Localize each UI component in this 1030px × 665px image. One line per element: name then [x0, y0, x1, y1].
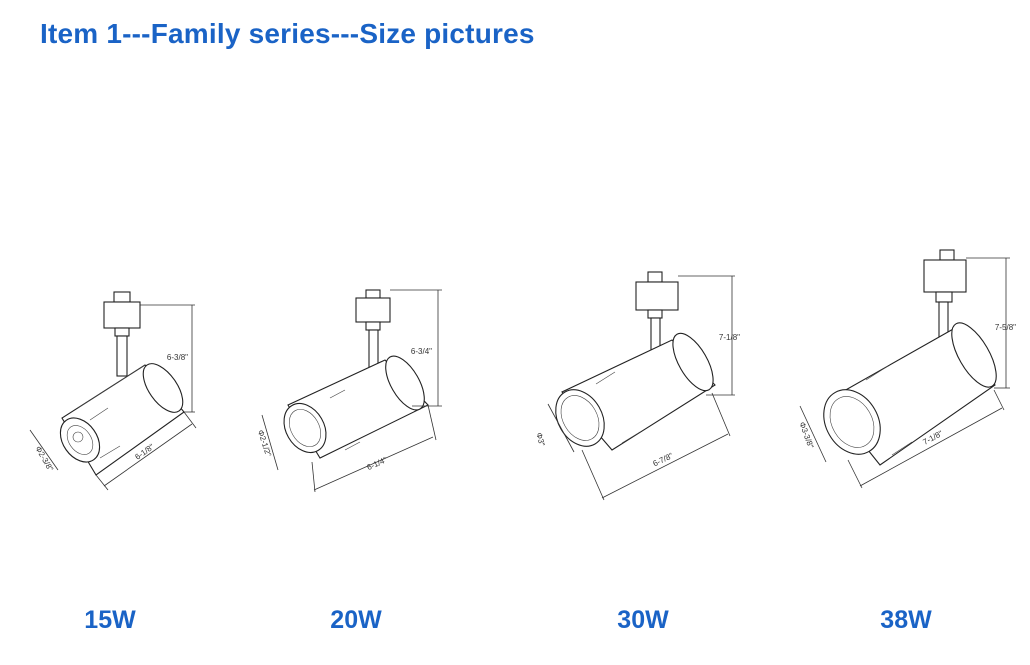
adapter-box-30w [635, 281, 679, 311]
lens-ring-38w [823, 389, 881, 455]
length-label-30w: 6-7/8" [651, 451, 674, 468]
page-title: Item 1---Family series---Size pictures [40, 18, 535, 49]
light-15w-drawing [29, 291, 197, 491]
height-label-20w: 6-3/4" [411, 347, 432, 356]
adapter-box-38w [923, 259, 967, 293]
light-20w-drawing [261, 289, 442, 493]
stem-20w [368, 329, 379, 369]
diameter-label-30w: Φ3" [534, 432, 546, 448]
stem-15w [116, 335, 128, 377]
diameter-label-38w: Φ3-3/8" [797, 421, 815, 450]
lens-ring-20w [283, 403, 327, 453]
height-label-38w: 7-5/8" [995, 323, 1016, 332]
lens-ring-30w [555, 389, 605, 447]
lens-ring-15w [59, 417, 101, 463]
adapter-top-15w [113, 291, 131, 303]
height-label-15w: 6-3/8" [167, 353, 188, 362]
wattage-label-20w: 20W [330, 606, 382, 634]
height-label-30w: 7-1/8" [719, 333, 740, 342]
light-30w-drawing [547, 271, 735, 501]
wattage-label-15w: 15W [84, 606, 136, 634]
light-38w-drawing [799, 249, 1010, 489]
adapter-box-20w [355, 297, 391, 323]
wattage-label-38w: 38W [880, 606, 932, 634]
length-label-20w: 6-1/4" [366, 455, 389, 472]
adapter-box-15w [103, 301, 141, 329]
wattage-label-30w: 30W [617, 606, 669, 634]
diameter-label-15w: Φ2-3/8" [33, 445, 55, 473]
